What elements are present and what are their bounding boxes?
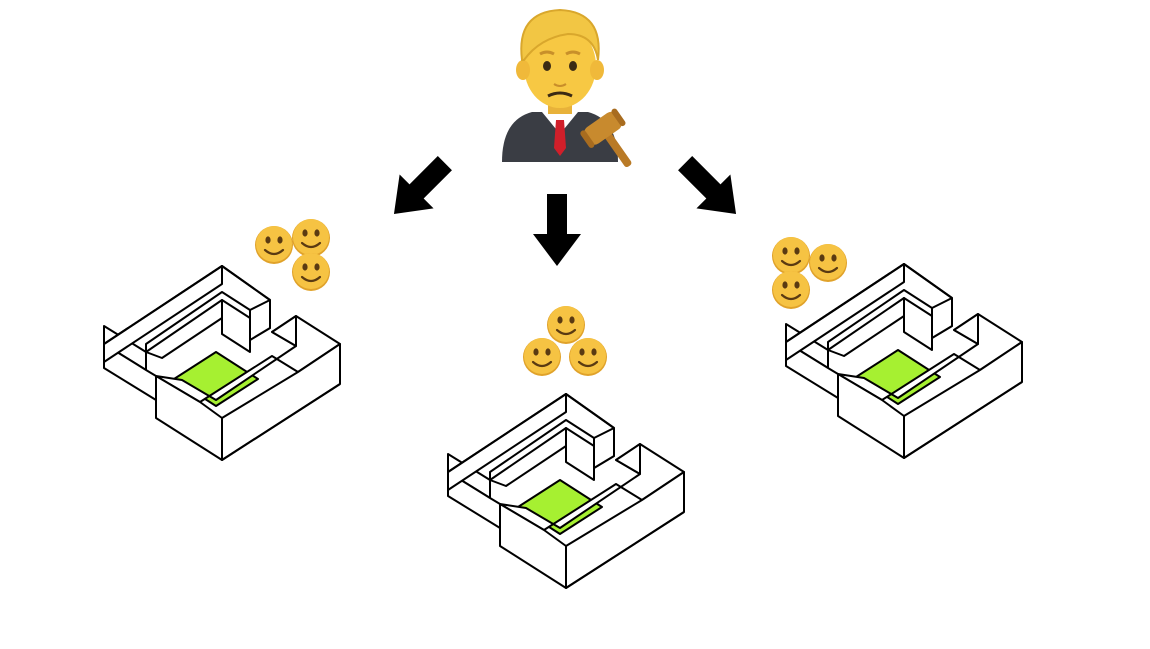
gavel-icon <box>580 108 632 168</box>
judge-with-gavel-icon <box>502 8 632 168</box>
smiley-face-icon <box>521 336 563 378</box>
arrow-down-icon <box>533 194 581 266</box>
audience-cluster-right <box>770 235 849 311</box>
smiley-face-icon <box>770 269 812 311</box>
smiley-face-icon <box>290 251 332 293</box>
arena-left <box>103 217 341 461</box>
smiley-face-icon <box>567 336 609 378</box>
smiley-face-icon <box>770 235 812 277</box>
arena-right <box>770 235 1023 459</box>
audience-cluster-center <box>521 304 609 378</box>
smiley-face-icon <box>253 224 295 266</box>
arrow-down-right-icon <box>668 146 754 232</box>
arrow-down-left-icon <box>376 146 462 232</box>
smiley-face-icon <box>545 304 587 346</box>
arena-center <box>447 304 685 589</box>
smiley-face-icon <box>290 217 332 259</box>
smiley-face-icon <box>807 242 849 284</box>
isometric-arena-icon <box>785 263 1023 459</box>
isometric-arena-icon <box>447 393 685 589</box>
isometric-arena-icon <box>103 265 341 461</box>
audience-cluster-left <box>253 217 332 293</box>
